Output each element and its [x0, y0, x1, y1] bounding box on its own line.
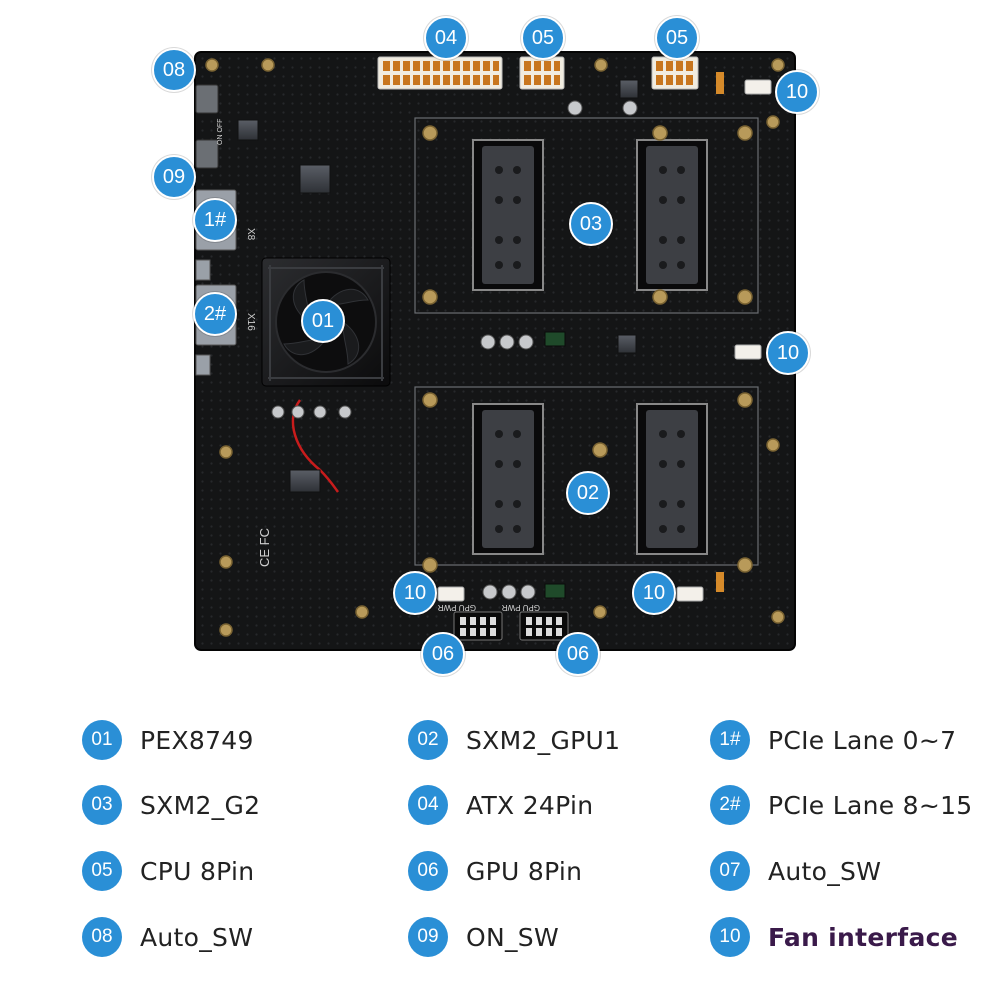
callout-10-bottom-left: 10	[393, 571, 437, 615]
callout-1-hash: 1#	[193, 198, 237, 242]
fan-headers	[437, 79, 772, 602]
legend-badge: 08	[82, 917, 122, 957]
legend-item-03: 03 SXM2_G2	[82, 783, 260, 827]
gpu-8pin-connectors	[453, 611, 569, 641]
legend-label: ON_SW	[466, 922, 559, 952]
legend-item-08: 08 Auto_SW	[82, 915, 253, 959]
ic-chips	[237, 79, 639, 599]
legend-badge: 1#	[710, 720, 750, 760]
legend-badge: 06	[408, 851, 448, 891]
legend-label: CPU 8Pin	[140, 856, 255, 886]
sxm2-g2-frame	[414, 117, 759, 314]
legend-badge: 01	[82, 720, 122, 760]
callout-06-left: 06	[421, 632, 465, 676]
legend-item-06: 06 GPU 8Pin	[408, 849, 582, 893]
sxm2-g2-sockets	[472, 139, 708, 291]
legend-label: Auto_SW	[768, 856, 882, 886]
callout-06-right: 06	[556, 632, 600, 676]
callout-02: 02	[566, 471, 610, 515]
legend-label-emphasis: Fan interface	[768, 922, 959, 952]
sxm2-gpu1-sockets	[472, 403, 708, 555]
legend-label: ATX 24Pin	[466, 790, 594, 820]
legend-item-05: 05 CPU 8Pin	[82, 849, 254, 893]
jumper-bottom	[716, 572, 724, 592]
callout-2-hash: 2#	[193, 292, 237, 336]
board-figure: X8 X16 CE FC GPU PWR GPU PWR ON OFF	[152, 16, 819, 676]
callout-10-bottom-right: 10	[632, 571, 676, 615]
sxm2-gpu1-frame	[414, 386, 759, 566]
jumper-top	[716, 72, 724, 94]
callout-08: 08	[152, 48, 196, 92]
switches	[195, 84, 219, 169]
legend-badge: 10	[710, 917, 750, 957]
ce-fc-mark: CE FC	[257, 528, 272, 567]
legend-item-04: 04 ATX 24Pin	[408, 783, 593, 827]
legend-badge: 05	[82, 851, 122, 891]
x16-silk: X16	[245, 313, 256, 331]
cpu-8pin-connectors	[519, 56, 699, 90]
legend-item-02: 02 SXM2_GPU1	[408, 718, 620, 762]
callout-09: 09	[152, 155, 196, 199]
legend-item-07: 07 Auto_SW	[710, 849, 881, 893]
legend-item-2-hash: 2# PCIe Lane 8~15	[710, 783, 973, 827]
legend-item-1-hash: 1# PCIe Lane 0~7	[710, 718, 956, 762]
legend-label: PEX8749	[140, 725, 254, 755]
legend-label: Auto_SW	[140, 922, 254, 952]
legend-label: SXM2_GPU1	[466, 725, 621, 755]
gpu-pwr-silk-1: GPU PWR	[502, 603, 540, 612]
legend-badge: 2#	[710, 785, 750, 825]
callout-05-right: 05	[655, 16, 699, 60]
legend-item-01: 01 PEX8749	[82, 718, 254, 762]
x8-silk: X8	[245, 228, 256, 241]
callout-01: 01	[301, 299, 345, 343]
legend-label: SXM2_G2	[140, 790, 261, 820]
legend-badge: 09	[408, 917, 448, 957]
gpu-pwr-silk-2: GPU PWR	[438, 603, 476, 612]
callout-03: 03	[569, 202, 613, 246]
legend-label: GPU 8Pin	[466, 856, 583, 886]
legend-item-09: 09 ON_SW	[408, 915, 559, 959]
legend-item-10: 10 Fan interface	[710, 915, 958, 959]
legend-label: PCIe Lane 0~7	[768, 725, 957, 755]
legend-label: PCIe Lane 8~15	[768, 790, 973, 820]
legend-badge: 03	[82, 785, 122, 825]
motherboard-image: X8 X16 CE FC GPU PWR GPU PWR ON OFF	[194, 51, 796, 651]
legend-badge: 07	[710, 851, 750, 891]
callout-05-left: 05	[521, 16, 565, 60]
callout-04: 04	[424, 16, 468, 60]
capacitors	[271, 100, 638, 600]
legend-badge: 02	[408, 720, 448, 760]
legend: 01 PEX8749 02 SXM2_GPU1 1# PCIe Lane 0~7…	[0, 700, 1000, 1000]
on-off-silk: ON OFF	[217, 119, 224, 145]
legend-badge: 04	[408, 785, 448, 825]
callout-10-top-right: 10	[775, 70, 819, 114]
atx-24pin-connector	[377, 56, 503, 90]
callout-10-mid-right: 10	[766, 331, 810, 375]
mounting-holes	[205, 58, 785, 637]
